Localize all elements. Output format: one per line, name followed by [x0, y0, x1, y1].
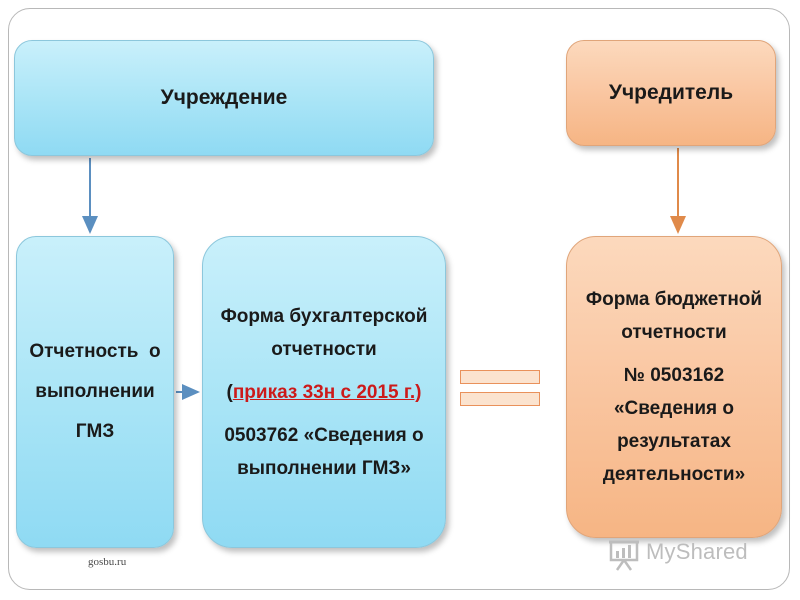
accounting-line-5: выполнении ГМЗ»: [237, 457, 411, 479]
order-open-paren: (: [226, 381, 233, 403]
budget-line-3: № 0503162: [623, 365, 725, 386]
watermark-text: MyShared: [646, 539, 748, 564]
accounting-form-box: Форма бухгалтерской отчетности (приказ 3…: [202, 236, 446, 548]
report-line-2: выполнении: [35, 381, 155, 402]
footer-source: gosbu.ru: [88, 556, 127, 568]
gmz-report-box: Отчетность о выполнении ГМЗ: [16, 236, 174, 548]
watermark-logo: MyShared: [606, 536, 766, 572]
founder-box: Учредитель: [566, 40, 776, 146]
budget-line-1: Форма бюджетной: [585, 289, 763, 310]
accounting-line-2: отчетности: [271, 338, 377, 360]
report-line-3: ГМЗ: [75, 421, 115, 442]
budget-form-box: Форма бюджетной отчетности № 0503162 «Св…: [566, 236, 782, 538]
order-text: приказ 33н с 2015 г.): [232, 381, 422, 403]
founder-label: Учредитель: [608, 81, 734, 104]
report-line-1: Отчетность о: [29, 341, 161, 362]
budget-line-6: деятельности»: [602, 464, 746, 485]
budget-line-5: результатах: [617, 431, 731, 452]
equals-bar-top: [460, 370, 540, 384]
presentation-board-icon: [609, 540, 639, 571]
accounting-line-1: Форма бухгалтерской: [220, 305, 428, 327]
budget-line-2: отчетности: [621, 322, 727, 343]
institution-label: Учреждение: [160, 86, 288, 109]
budget-line-4: «Сведения о: [613, 398, 735, 419]
institution-box: Учреждение: [14, 40, 434, 156]
order-reference: (приказ 33н с 2015 г.): [226, 376, 421, 409]
accounting-line-4: 0503762 «Сведения о: [224, 424, 424, 446]
equals-bar-bottom: [460, 392, 540, 406]
